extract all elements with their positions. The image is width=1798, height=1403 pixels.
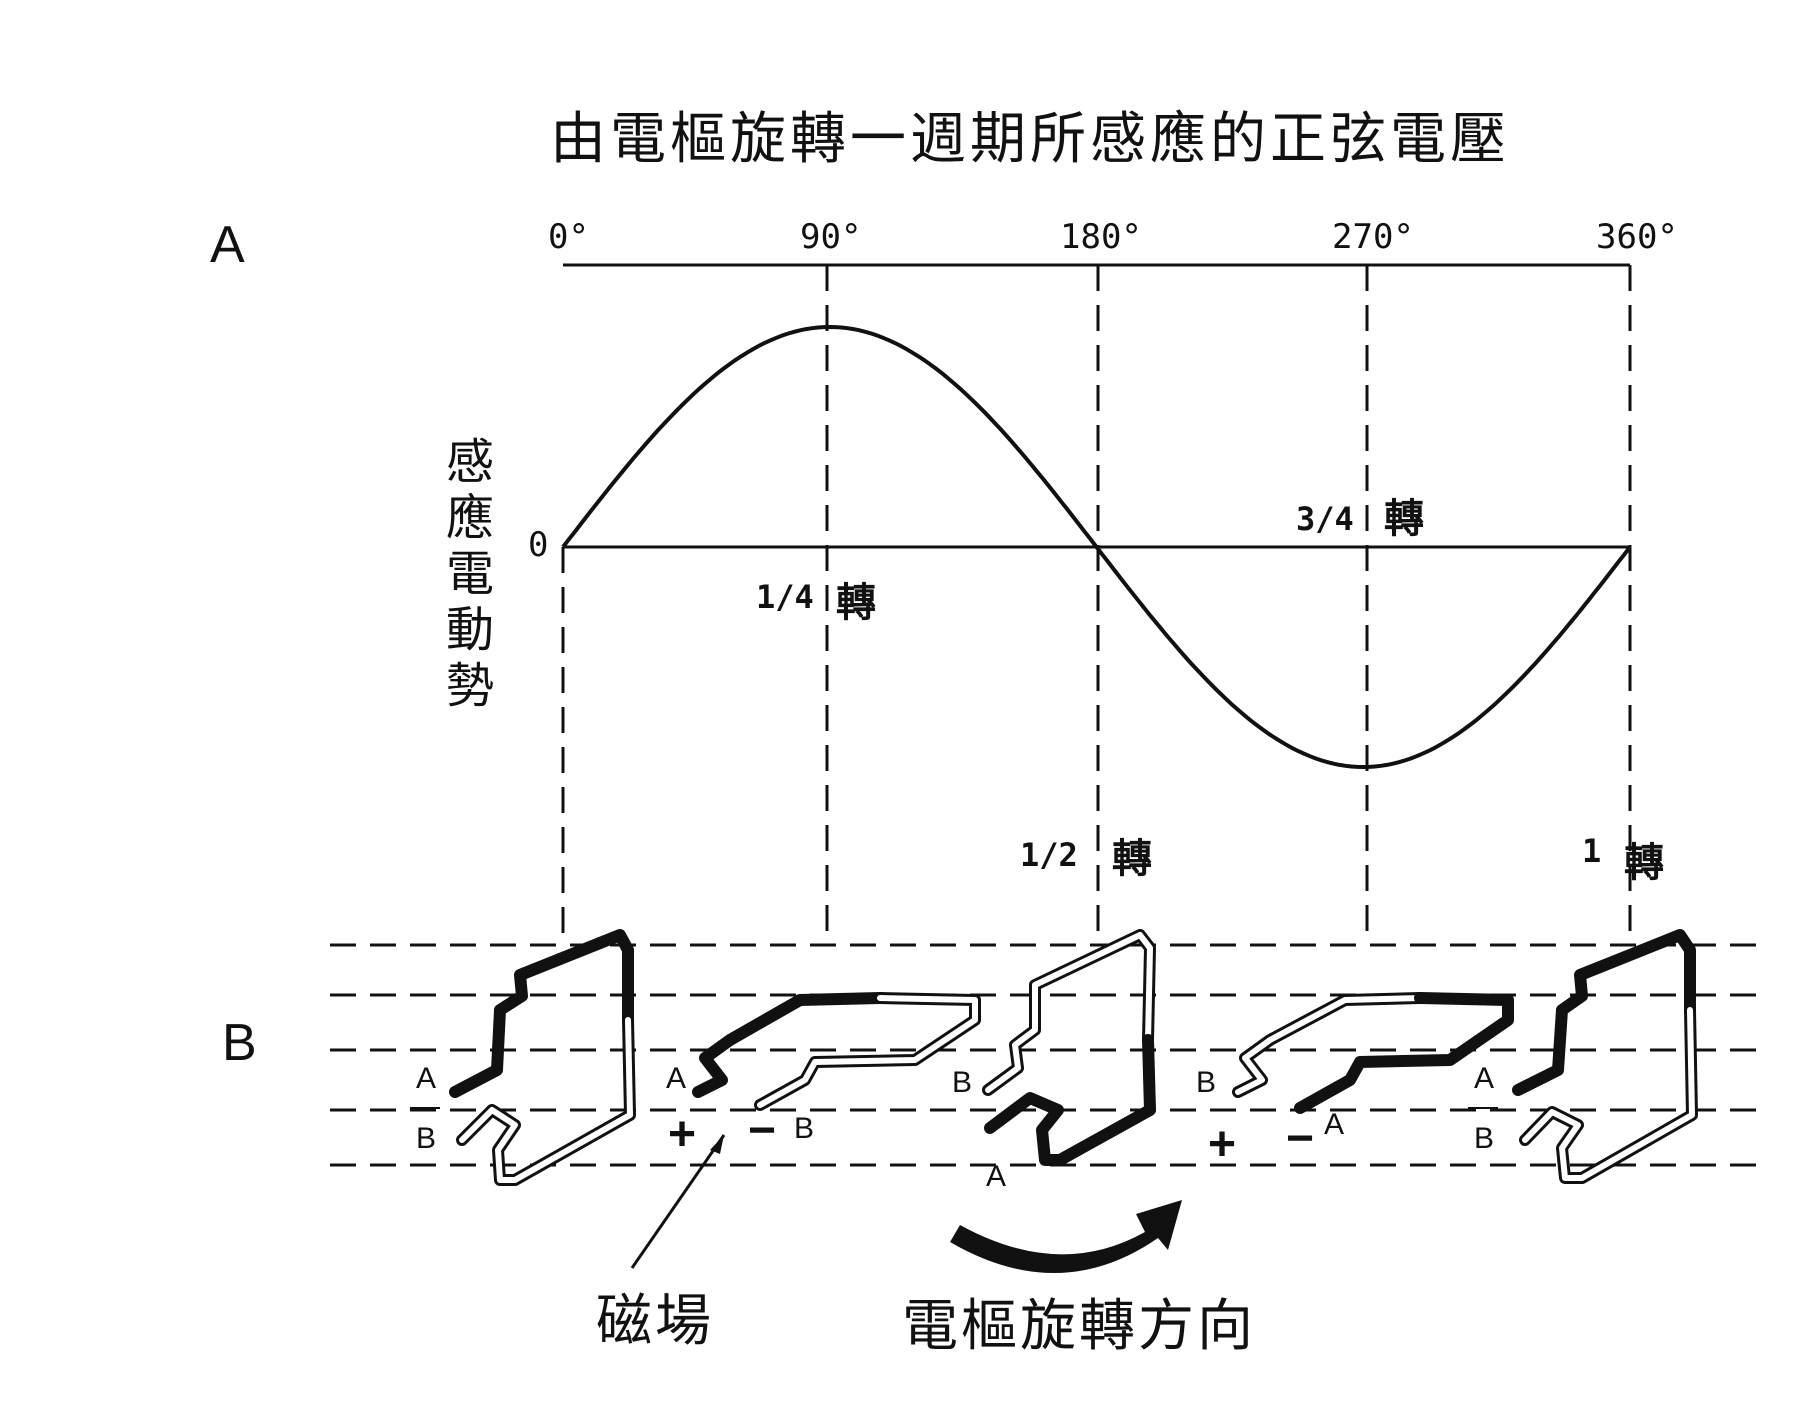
- coil-180deg-light-side: [982, 929, 1156, 1096]
- coil-270deg-minus: −: [1286, 1112, 1314, 1165]
- rotation-direction-arrow: [950, 1200, 1182, 1274]
- turn-label-half: 1/2: [1020, 836, 1078, 874]
- degree-label-360: 360°: [1596, 217, 1678, 257]
- coil-0deg-dark-side: [449, 929, 634, 1098]
- y-axis-label: 感 應 電 動 勢: [446, 434, 494, 714]
- panel-b-label: B: [222, 1014, 257, 1072]
- rotation-direction-label: 電樞旋轉方向: [902, 1294, 1256, 1359]
- zero-label: 0: [528, 525, 548, 565]
- coil-90deg-plus: +: [668, 1108, 696, 1161]
- coil-360deg-terminal-b: B: [1474, 1122, 1494, 1155]
- armature-coil-0deg: A B: [410, 929, 636, 1186]
- turn-label-quarter: 1/4: [756, 578, 814, 616]
- magnetic-field-pointer-arrowhead: [710, 1135, 724, 1154]
- coil-360deg-dark-side: [1512, 929, 1696, 1096]
- armature-coil-270deg: B A + −: [1196, 992, 1514, 1171]
- magnetic-field-label: 磁場: [596, 1289, 714, 1354]
- coil-270deg-plus: +: [1208, 1118, 1236, 1171]
- coil-90deg-minus: −: [748, 1104, 776, 1157]
- turn-label-three-quarter: 3/4: [1296, 500, 1354, 538]
- coil-270deg-terminal-b: B: [1196, 1066, 1216, 1099]
- degree-labels: 0° 90° 180° 270° 360°: [548, 217, 1678, 257]
- degree-label-90: 90°: [800, 217, 861, 257]
- y-axis-label-char-2: 應: [446, 490, 494, 546]
- coil-90deg-terminal-a: A: [666, 1062, 686, 1095]
- turn-labels: 1/4 轉 1/2 轉 3/4 轉 1 轉: [756, 496, 1664, 886]
- degree-label-270: 270°: [1332, 217, 1414, 257]
- y-axis-label-char-3: 電: [446, 546, 494, 602]
- y-axis-label-char-5: 勢: [446, 658, 494, 714]
- turn-label-three-quarter-char: 轉: [1384, 496, 1424, 542]
- coil-180deg-terminal-b: B: [952, 1066, 972, 1099]
- armature-coil-360deg: A B: [1468, 929, 1698, 1184]
- armature-coil-180deg: B A: [952, 929, 1156, 1193]
- rotation-arrow-shape: [950, 1200, 1182, 1274]
- diagram-title: 由電樞旋轉一週期所感應的正弦電壓: [550, 107, 1510, 172]
- y-axis-label-char-1: 感: [446, 434, 494, 490]
- coil-90deg-terminal-b: B: [794, 1112, 814, 1145]
- turn-label-quarter-char: 轉: [836, 580, 876, 626]
- coil-270deg-dark-side: [1294, 992, 1514, 1114]
- coil-180deg-dark-side: [984, 1034, 1156, 1166]
- panel-a-label: A: [210, 216, 245, 274]
- coil-90deg-dark-side: [692, 992, 886, 1098]
- coil-360deg-terminal-a: A: [1474, 1062, 1494, 1095]
- sine-wave-curve: [561, 324, 1632, 770]
- coil-180deg-terminal-a: A: [986, 1160, 1006, 1193]
- degree-label-0: 0°: [548, 217, 589, 257]
- turn-label-full: 1: [1582, 832, 1601, 870]
- armature-coil-90deg: A B + −: [666, 992, 981, 1161]
- coil-0deg-light-side: [456, 1014, 636, 1186]
- coil-360deg-light-side: [1519, 1004, 1698, 1184]
- coil-0deg-terminal-a: A: [416, 1062, 436, 1095]
- coil-0deg-terminal-b: B: [416, 1122, 436, 1155]
- turn-label-half-char: 轉: [1112, 836, 1152, 882]
- coil-270deg-terminal-a: A: [1324, 1108, 1344, 1141]
- vertical-guides: [561, 265, 1632, 935]
- turn-label-full-char: 轉: [1624, 840, 1664, 886]
- y-axis-label-char-4: 動: [446, 602, 494, 658]
- degree-label-180: 180°: [1060, 217, 1142, 257]
- magnetic-field-pointer: [630, 1134, 726, 1269]
